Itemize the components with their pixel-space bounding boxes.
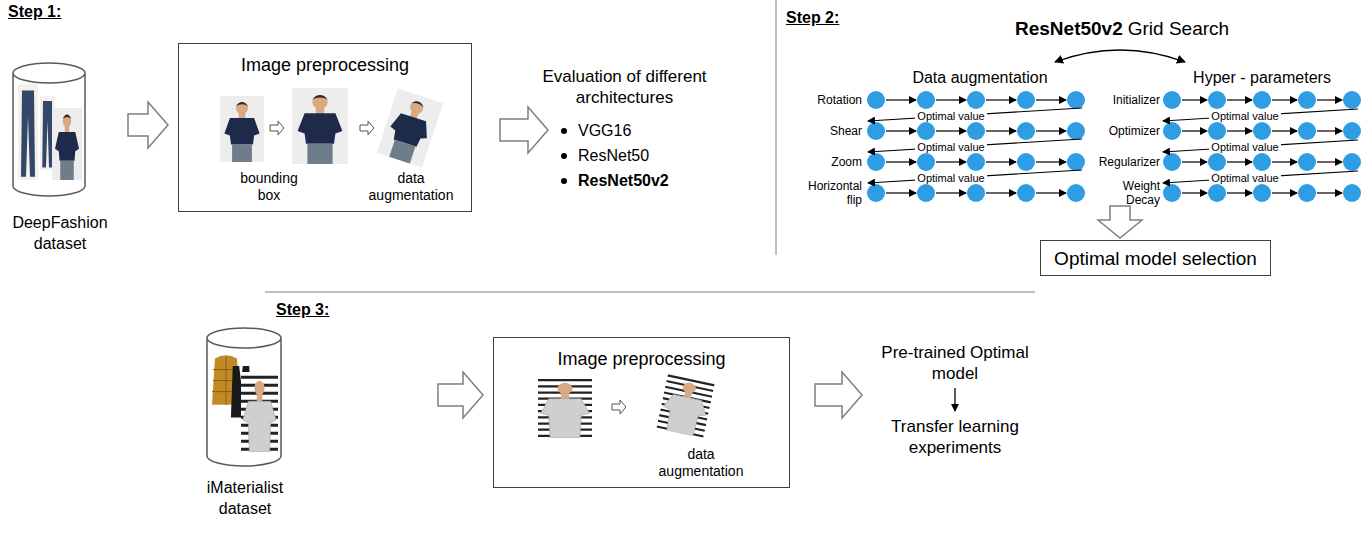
- value-chain: [1163, 153, 1361, 171]
- box-title: Optimal model selection: [1054, 247, 1257, 270]
- block-arrows: [500, 107, 1142, 418]
- dataset-label: DeepFashion dataset: [0, 212, 120, 254]
- small-arrow: [270, 121, 284, 135]
- shirt-photo: [292, 88, 348, 164]
- cylinder-body: [207, 328, 281, 466]
- step-caption: bounding box: [234, 170, 304, 204]
- return-arrow: [868, 170, 1082, 183]
- tshirt-photo: [656, 372, 715, 439]
- process-box: Optimal model selection: [1040, 240, 1271, 276]
- value-chain: [867, 184, 1085, 202]
- row-label: Optimizer: [1088, 124, 1160, 138]
- row-label: Zoom: [794, 155, 862, 169]
- jeans-photo: [18, 84, 38, 180]
- section-heading: ResNet50v2: [1015, 18, 1123, 41]
- return-arrow: [1163, 171, 1358, 183]
- box-title: Image preprocessing: [494, 348, 789, 370]
- loop-label: Optimal value: [915, 141, 986, 153]
- tshirt-photo: [241, 372, 278, 452]
- block-arrow: [500, 107, 548, 153]
- list-item: ResNet50v2: [578, 171, 669, 190]
- row-label: Shear: [794, 124, 862, 138]
- loop-label: Optimal value: [1209, 141, 1280, 153]
- shirt-photo: [52, 108, 82, 180]
- cylinder-outline: [12, 62, 86, 197]
- grid-search-rows: [867, 91, 1361, 202]
- small-arrow: [360, 121, 374, 135]
- step-caption: data augmentation: [363, 170, 459, 204]
- block-arrow: [1098, 206, 1142, 238]
- double-arrow: [1055, 50, 1185, 62]
- return-arrow: [868, 139, 1082, 152]
- group-heading: Data augmentation: [912, 68, 1047, 87]
- row-label: Rotation: [794, 93, 862, 107]
- section-heading: Grid Search: [1128, 18, 1229, 41]
- bullet: [561, 128, 567, 134]
- return-arrow: [868, 108, 1082, 121]
- loop-label: Optimal value: [915, 172, 986, 184]
- result-text: Transfer learning experiments: [880, 416, 1030, 458]
- loop-label: Optimal value: [915, 110, 986, 122]
- separator-line: [265, 292, 1035, 293]
- block-arrow: [128, 102, 168, 148]
- process-box: Image preprocessing data augmentation: [493, 337, 790, 488]
- dataset-label: iMaterialist dataset: [185, 477, 305, 519]
- block-arrow: [815, 372, 862, 418]
- bullet: [561, 178, 567, 184]
- return-arrow: [1163, 140, 1358, 152]
- cylinder-body: [13, 63, 85, 196]
- loop-label: Optimal value: [1209, 110, 1280, 122]
- shirt-photo: [220, 96, 264, 162]
- tshirt-photo: [538, 376, 592, 438]
- loop-label: Optimal value: [1209, 172, 1280, 184]
- dataset-cylinder: iMaterialist dataset: [185, 327, 305, 527]
- box-title: Image preprocessing: [179, 54, 471, 76]
- value-chain: [1163, 91, 1361, 109]
- dataset-cylinder: DeepFashion dataset: [0, 62, 120, 262]
- small-arrow: [612, 400, 626, 414]
- value-chain: [867, 153, 1085, 171]
- return-arrows: [868, 108, 1358, 183]
- return-arrow: [1163, 109, 1358, 121]
- group-heading: Hyper - parameters: [1193, 68, 1331, 87]
- preprocessing-images: [220, 88, 715, 438]
- list-item: ResNet50: [578, 146, 649, 165]
- row-label: Weight Decay: [1088, 179, 1160, 207]
- shirt-photo: [377, 88, 444, 168]
- step-heading: Step 1:: [8, 2, 61, 21]
- step-caption: data augmentation: [653, 446, 749, 480]
- value-chain: [867, 122, 1085, 140]
- process-box: Image preprocessing bounding box data augm…: [178, 43, 472, 212]
- block-arrow: [438, 372, 483, 418]
- down-arrow: [954, 388, 955, 411]
- row-label: Regularizer: [1088, 155, 1160, 169]
- separator-line: [776, 0, 777, 255]
- dataset-images: [18, 84, 278, 452]
- step-heading: Step 2:: [786, 8, 839, 27]
- list-item: VGG16: [578, 121, 631, 140]
- section-heading: Evaluation of different architectures: [532, 66, 717, 108]
- result-text: Pre-trained Optimal model: [880, 342, 1030, 384]
- bullets: [561, 128, 567, 184]
- row-label: Initializer: [1088, 93, 1160, 107]
- bullet: [561, 153, 567, 159]
- value-chain: [1163, 122, 1361, 140]
- value-chain: [867, 91, 1085, 109]
- row-label: Horizontal flip: [794, 179, 862, 207]
- step-heading: Step 3:: [276, 300, 329, 319]
- value-chain: [1163, 184, 1361, 202]
- cylinder-outline: [206, 327, 282, 467]
